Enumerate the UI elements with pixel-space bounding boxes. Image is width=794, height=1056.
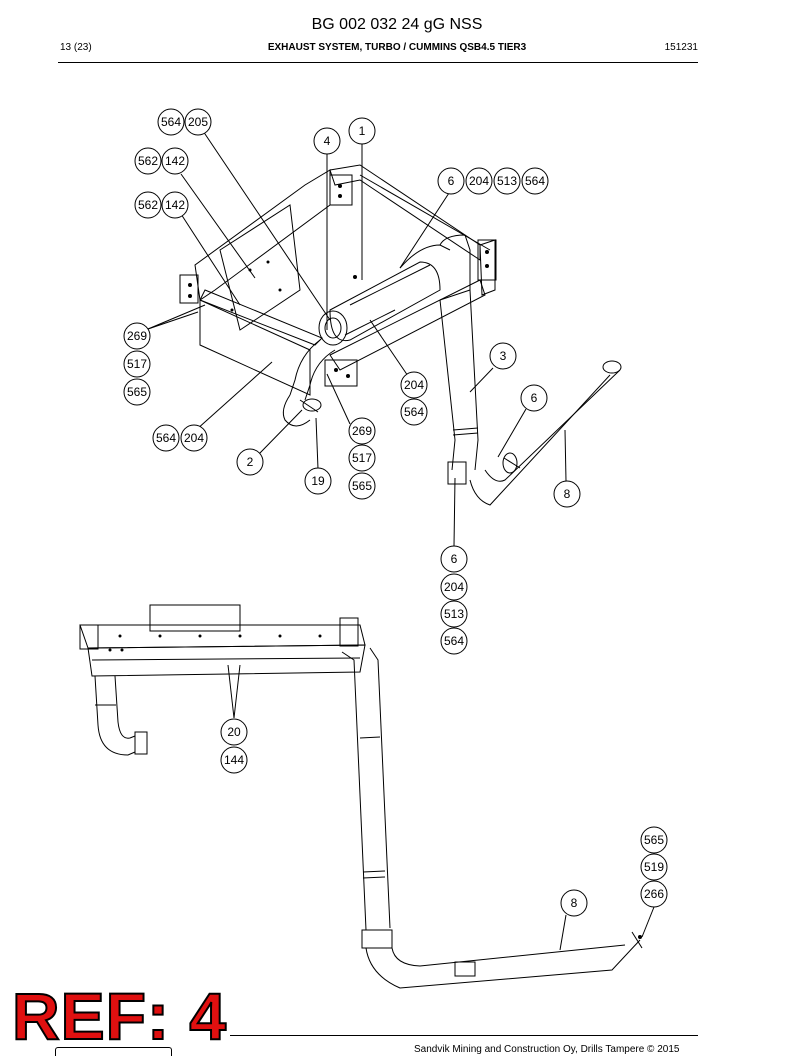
svg-text:513: 513	[497, 174, 517, 188]
installed-frame	[79, 604, 366, 677]
callout-6-lower: 6	[440, 545, 468, 573]
svg-text:519: 519	[644, 860, 664, 874]
date-code: 151231	[664, 42, 698, 53]
callout-205: 205	[184, 108, 212, 136]
svg-text:269: 269	[352, 424, 372, 438]
callout-19: 19	[304, 467, 332, 495]
svg-text:513: 513	[444, 607, 464, 621]
svg-text:6: 6	[451, 552, 458, 566]
copyright-notice: Sandvik Mining and Construction Oy, Dril…	[414, 1044, 680, 1055]
callout-564-top: 564	[521, 167, 549, 195]
callout-204-lower: 204	[440, 573, 468, 601]
svg-text:8: 8	[564, 487, 571, 501]
callout-513-top: 513	[493, 167, 521, 195]
leader-lines	[147, 130, 655, 951]
svg-text:565: 565	[127, 385, 147, 399]
callout-562-a: 562	[134, 147, 162, 175]
callout-204-top: 204	[465, 167, 493, 195]
reference-stamp: REF: 4	[11, 979, 228, 1053]
svg-text:562: 562	[138, 154, 158, 168]
callout-3: 3	[489, 342, 517, 370]
svg-text:565: 565	[644, 833, 664, 847]
engine-frame	[179, 164, 497, 396]
callout-142-b: 142	[161, 191, 189, 219]
callout-8-lower: 8	[560, 889, 588, 917]
callout-564-lower: 564	[440, 627, 468, 655]
svg-text:142: 142	[165, 198, 185, 212]
callout-204-mid: 204	[400, 371, 428, 399]
svg-text:564: 564	[525, 174, 545, 188]
svg-text:564: 564	[444, 634, 464, 648]
callout-4: 4	[313, 127, 341, 155]
callout-20: 20	[220, 718, 248, 746]
callout-6-mid: 6	[520, 384, 548, 412]
tailpipe-upper	[469, 360, 622, 506]
callout-565-right: 565	[348, 472, 376, 500]
callout-565-left: 565	[123, 378, 151, 406]
callout-2: 2	[236, 448, 264, 476]
callout-1: 1	[348, 117, 376, 145]
callout-8-upper: 8	[553, 480, 581, 508]
svg-text:4: 4	[324, 134, 331, 148]
svg-text:204: 204	[469, 174, 489, 188]
callout-519: 519	[640, 853, 668, 881]
callout-269-left: 269	[123, 322, 151, 350]
svg-text:20: 20	[227, 725, 241, 739]
svg-text:142: 142	[165, 154, 185, 168]
turbo-elbow-pipe	[282, 339, 336, 427]
svg-text:8: 8	[571, 896, 578, 910]
svg-text:565: 565	[352, 479, 372, 493]
svg-text:269: 269	[127, 329, 147, 343]
header-divider	[58, 62, 698, 63]
callout-565-bottom: 565	[640, 826, 668, 854]
svg-text:204: 204	[184, 431, 204, 445]
company-logo-fragment	[55, 1047, 172, 1056]
callout-144: 144	[220, 746, 248, 774]
svg-text:6: 6	[531, 391, 538, 405]
callout-564-upper: 564	[157, 108, 185, 136]
callout-517-left: 517	[123, 350, 151, 378]
callout-517-right: 517	[348, 444, 376, 472]
svg-text:517: 517	[127, 357, 147, 371]
callout-6-top: 6	[437, 167, 465, 195]
callout-513-lower: 513	[440, 600, 468, 628]
svg-text:204: 204	[404, 378, 424, 392]
installed-elbow	[94, 675, 148, 756]
svg-text:564: 564	[156, 431, 176, 445]
page-number: 13 (23)	[60, 42, 92, 53]
svg-text:564: 564	[161, 115, 181, 129]
footer-divider	[230, 1035, 698, 1036]
svg-text:204: 204	[444, 580, 464, 594]
callout-562-b: 562	[134, 191, 162, 219]
svg-text:564: 564	[404, 405, 424, 419]
svg-text:2: 2	[247, 455, 254, 469]
svg-text:3: 3	[500, 349, 507, 363]
callout-564-mid: 564	[400, 398, 428, 426]
callout-564-lower-left: 564	[152, 424, 180, 452]
callout-204-lower-left: 204	[180, 424, 208, 452]
document-id: BG 002 032 24 gG NSS	[311, 16, 483, 33]
svg-text:205: 205	[188, 115, 208, 129]
callout-269-right: 269	[348, 417, 376, 445]
svg-text:6: 6	[448, 174, 455, 188]
svg-text:19: 19	[311, 474, 325, 488]
vertical-exhaust-pipe	[439, 234, 479, 485]
page-title: EXHAUST SYSTEM, TURBO / CUMMINS QSB4.5 T…	[267, 42, 527, 53]
callout-266: 266	[640, 880, 668, 908]
svg-text:266: 266	[644, 887, 664, 901]
svg-text:1: 1	[359, 124, 366, 138]
svg-text:144: 144	[224, 753, 244, 767]
installed-vertical-pipe	[341, 647, 393, 949]
svg-text:562: 562	[138, 198, 158, 212]
muffler	[318, 244, 451, 346]
callout-142-a: 142	[161, 147, 189, 175]
svg-text:517: 517	[352, 451, 372, 465]
installed-tailpipe	[365, 931, 643, 989]
